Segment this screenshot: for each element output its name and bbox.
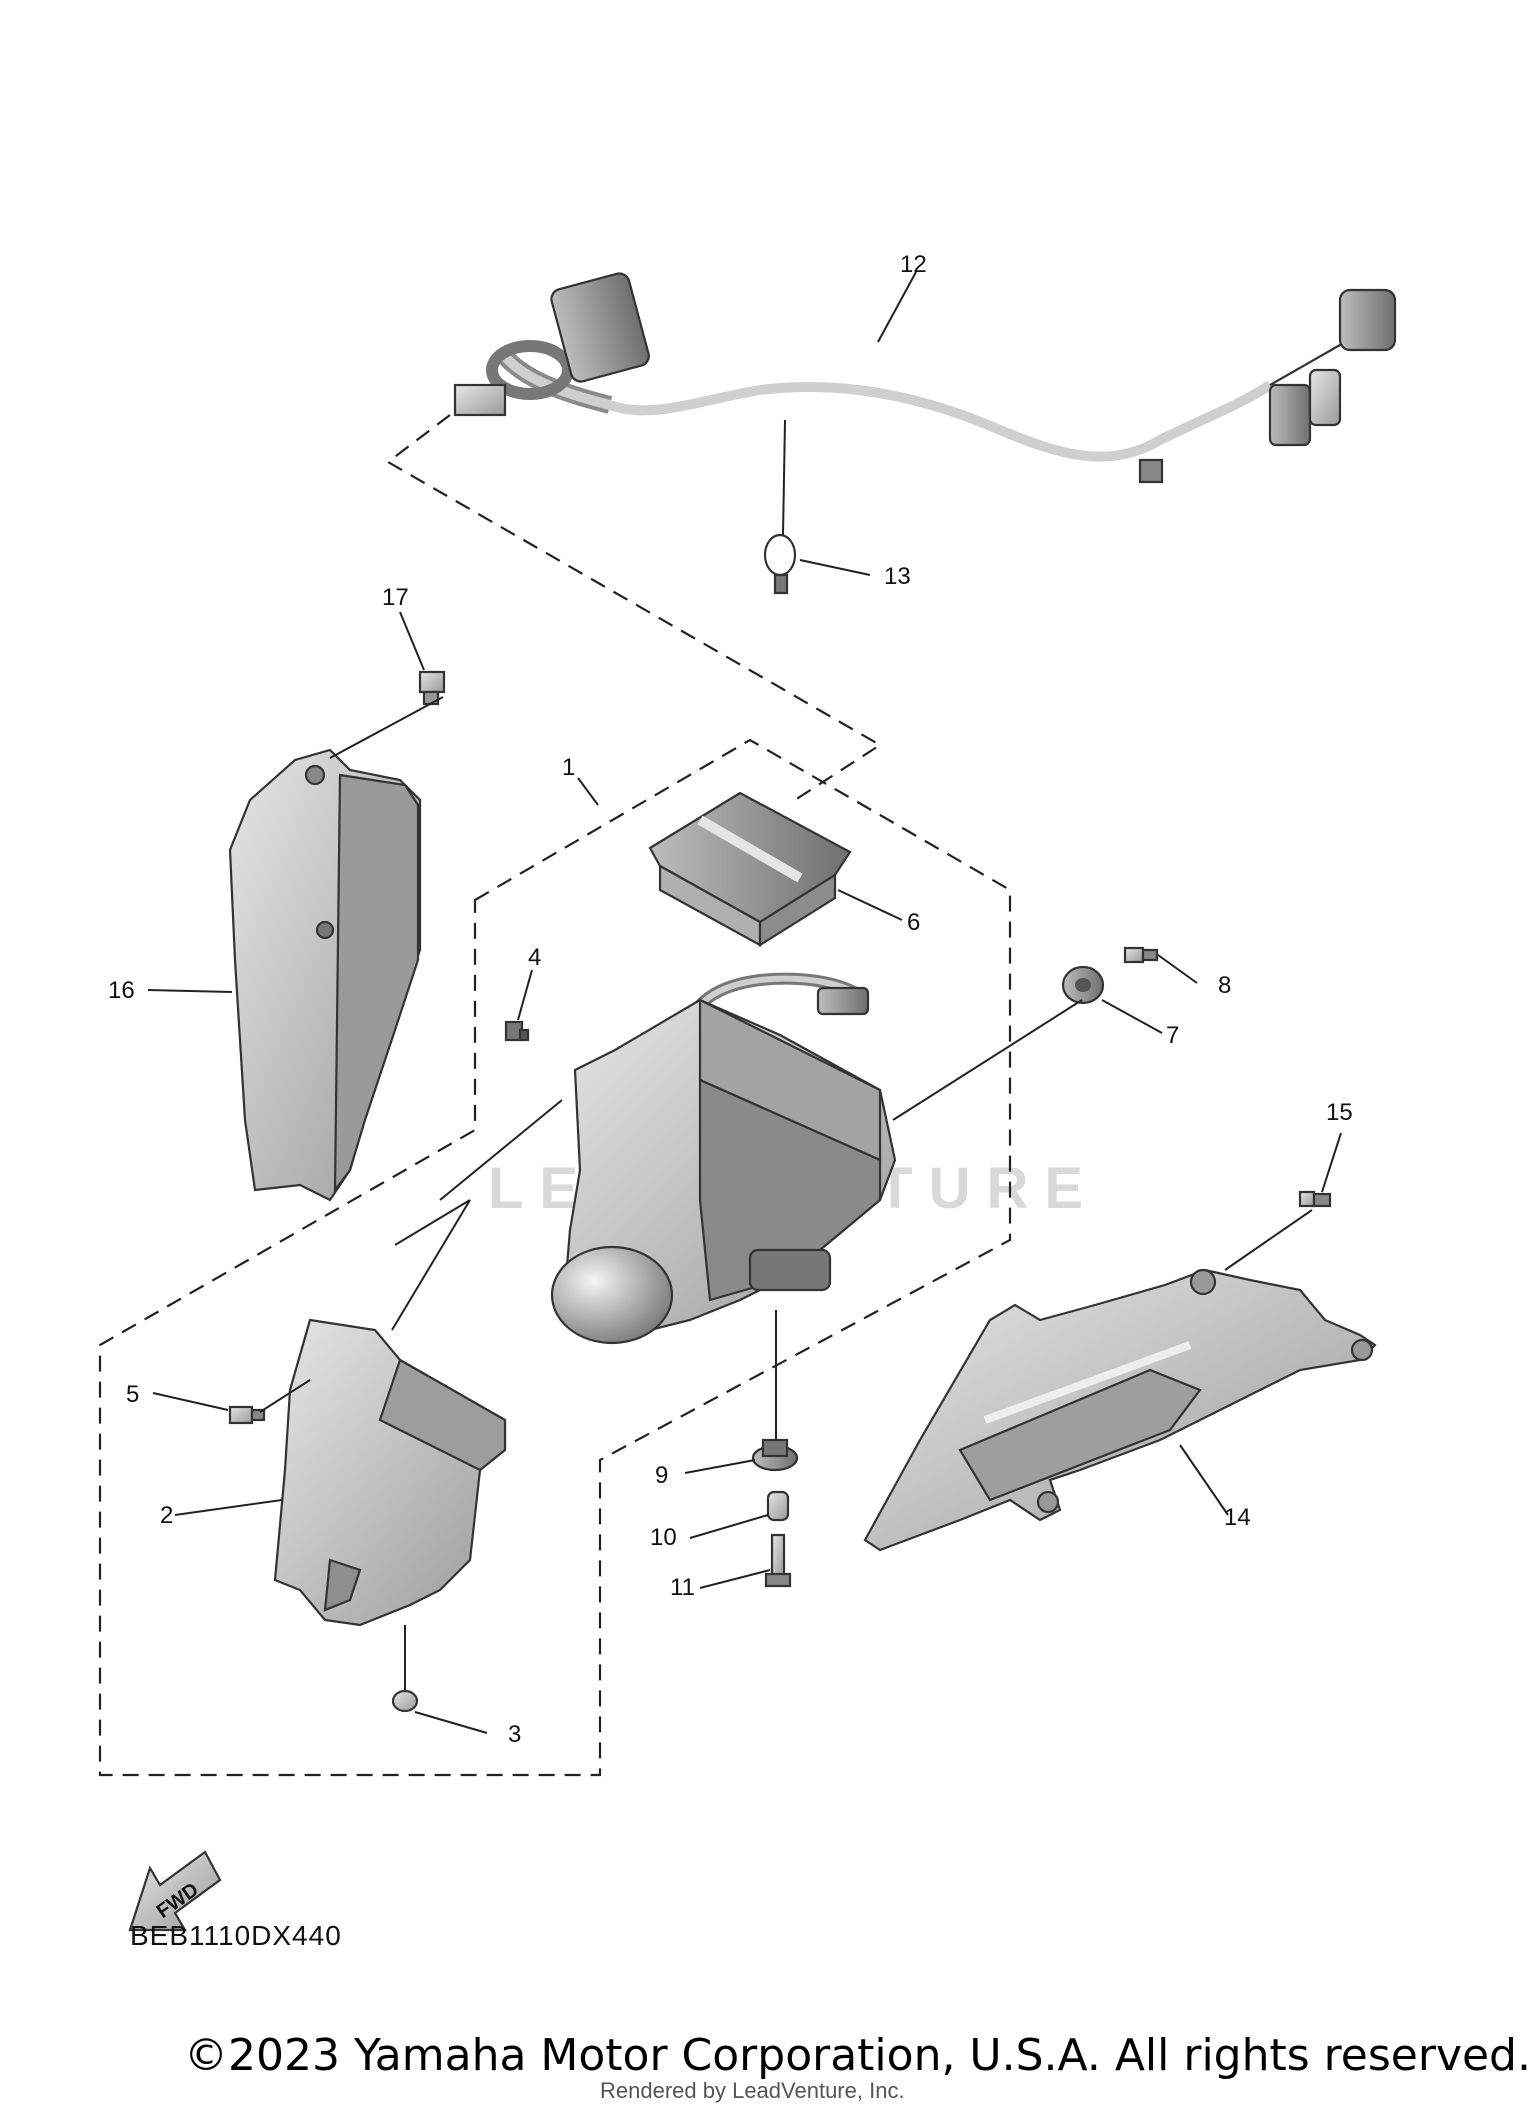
- harness-clamp: [763, 533, 797, 595]
- screw-15: [1298, 1190, 1332, 1208]
- callout-9: 9: [655, 1462, 668, 1489]
- callout-labels: 1 2 3 4 5 6 7 8 9 10 11 12 13 14 15 16 1…: [108, 251, 1353, 1748]
- callout-13: 13: [884, 563, 911, 590]
- wire-harness: [453, 272, 1397, 484]
- parts-diagram: LEADVENTURE: [98, 251, 1397, 1932]
- callout-15: 15: [1326, 1099, 1353, 1126]
- grommet-9: [751, 1438, 799, 1472]
- callout-4: 4: [528, 944, 541, 971]
- leader-lines: [147, 271, 1342, 1734]
- callout-2: 2: [160, 1502, 173, 1529]
- headlight-cover: [273, 1318, 507, 1627]
- callout-11: 11: [670, 1574, 695, 1601]
- callout-17: 17: [382, 584, 409, 611]
- rendered-by-note: Rendered by LeadVenture, Inc.: [600, 2078, 905, 2103]
- callout-3: 3: [508, 1721, 521, 1748]
- turn-signal-light: [863, 1268, 1377, 1552]
- forward-direction-arrow: FWD: [128, 1850, 222, 1932]
- callout-16: 16: [108, 977, 135, 1004]
- headlight-unit: [550, 972, 897, 1345]
- callout-7: 7: [1166, 1022, 1179, 1049]
- screw-8: [1123, 946, 1159, 964]
- copyright-notice: ©2023 Yamaha Motor Corporation, U.S.A. A…: [184, 2030, 1531, 2081]
- callout-12: 12: [900, 251, 927, 278]
- callout-1: 1: [562, 754, 575, 781]
- callout-14: 14: [1224, 1504, 1251, 1531]
- callout-6: 6: [907, 909, 920, 936]
- callout-5: 5: [126, 1381, 139, 1408]
- diagram-code: BEB1110DX440: [130, 1920, 342, 1951]
- screw-3: [391, 1689, 419, 1713]
- callout-8: 8: [1218, 972, 1231, 999]
- bolt-11: [764, 1533, 792, 1588]
- callout-10: 10: [650, 1524, 677, 1551]
- collar-10: [766, 1490, 790, 1522]
- grommet-7: [1061, 965, 1105, 1005]
- assembly-boundary: [98, 738, 1012, 1777]
- side-cover: [228, 748, 422, 1202]
- screw-5: [228, 1405, 266, 1425]
- clip-4: [504, 1020, 530, 1042]
- harness-connection-line: [386, 414, 883, 801]
- control-module: [648, 791, 852, 947]
